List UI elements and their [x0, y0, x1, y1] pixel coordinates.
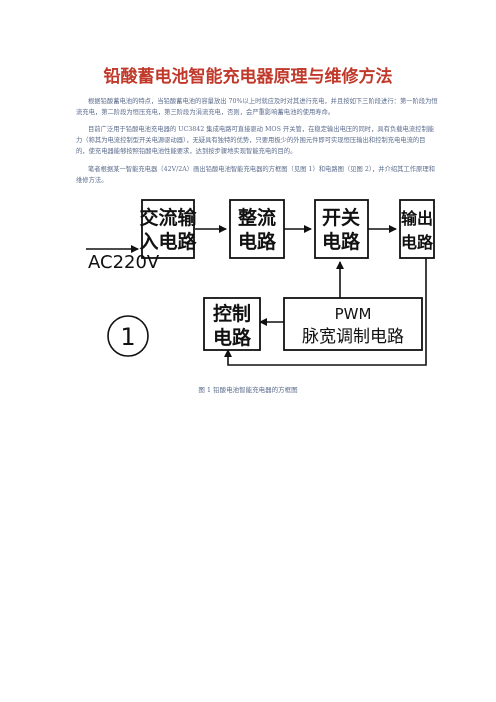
figure-number-circle: [107, 315, 149, 357]
switch-block: [314, 199, 369, 259]
switch-label-1: 开关: [322, 206, 360, 229]
switch-label-2: 电路: [322, 230, 361, 253]
intro-paragraph: 根据铅酸蓄电池的特点，当铅酸蓄电池的容量放出 70%以上时就应及时对其进行充电，…: [76, 98, 438, 116]
control-label-2: 电路: [213, 326, 252, 349]
output-label-2: 电路: [401, 233, 434, 252]
figure-number: 1: [120, 323, 135, 351]
ac-input-label-1: 交流输: [139, 206, 197, 229]
pwm-label-2: 脉宽调制电路: [302, 327, 404, 347]
block-diagram: 交流输 入电路 整流 电路 开关 电路 输出 电路 控制 电路 PWM 脉宽调制…: [86, 199, 435, 366]
author-paragraph: 笔者根据某一智能充电器（42V/2A）画出铅酸电池智能充电器的方框图（见图 1）…: [76, 166, 435, 184]
ac-input-block: [141, 199, 195, 259]
output-label-1: 输出: [401, 209, 433, 228]
page-title: 铅酸蓄电池智能充电器原理与维修方法: [103, 67, 393, 87]
control-block: [203, 297, 261, 351]
figure-caption: 图 1 铅酸电池智能充电器的方框图: [198, 386, 298, 394]
pwm-block: [283, 297, 423, 351]
feedback-line: [224, 258, 427, 366]
rectifier-block: [229, 199, 285, 259]
output-block: [399, 199, 435, 259]
uc3842-paragraph: 目前广泛用于铅酸电池充电器的 UC3842 集成电路可直接驱动 MOS 开关管，…: [76, 126, 435, 155]
control-label-1: 控制: [213, 302, 251, 325]
ac-input-label-2: 入电路: [139, 230, 197, 253]
pwm-label-1: PWM: [335, 305, 372, 323]
ac220v-label: AC220V: [88, 252, 160, 273]
rectifier-label-2: 电路: [238, 230, 277, 253]
rectifier-label-1: 整流: [238, 206, 276, 229]
